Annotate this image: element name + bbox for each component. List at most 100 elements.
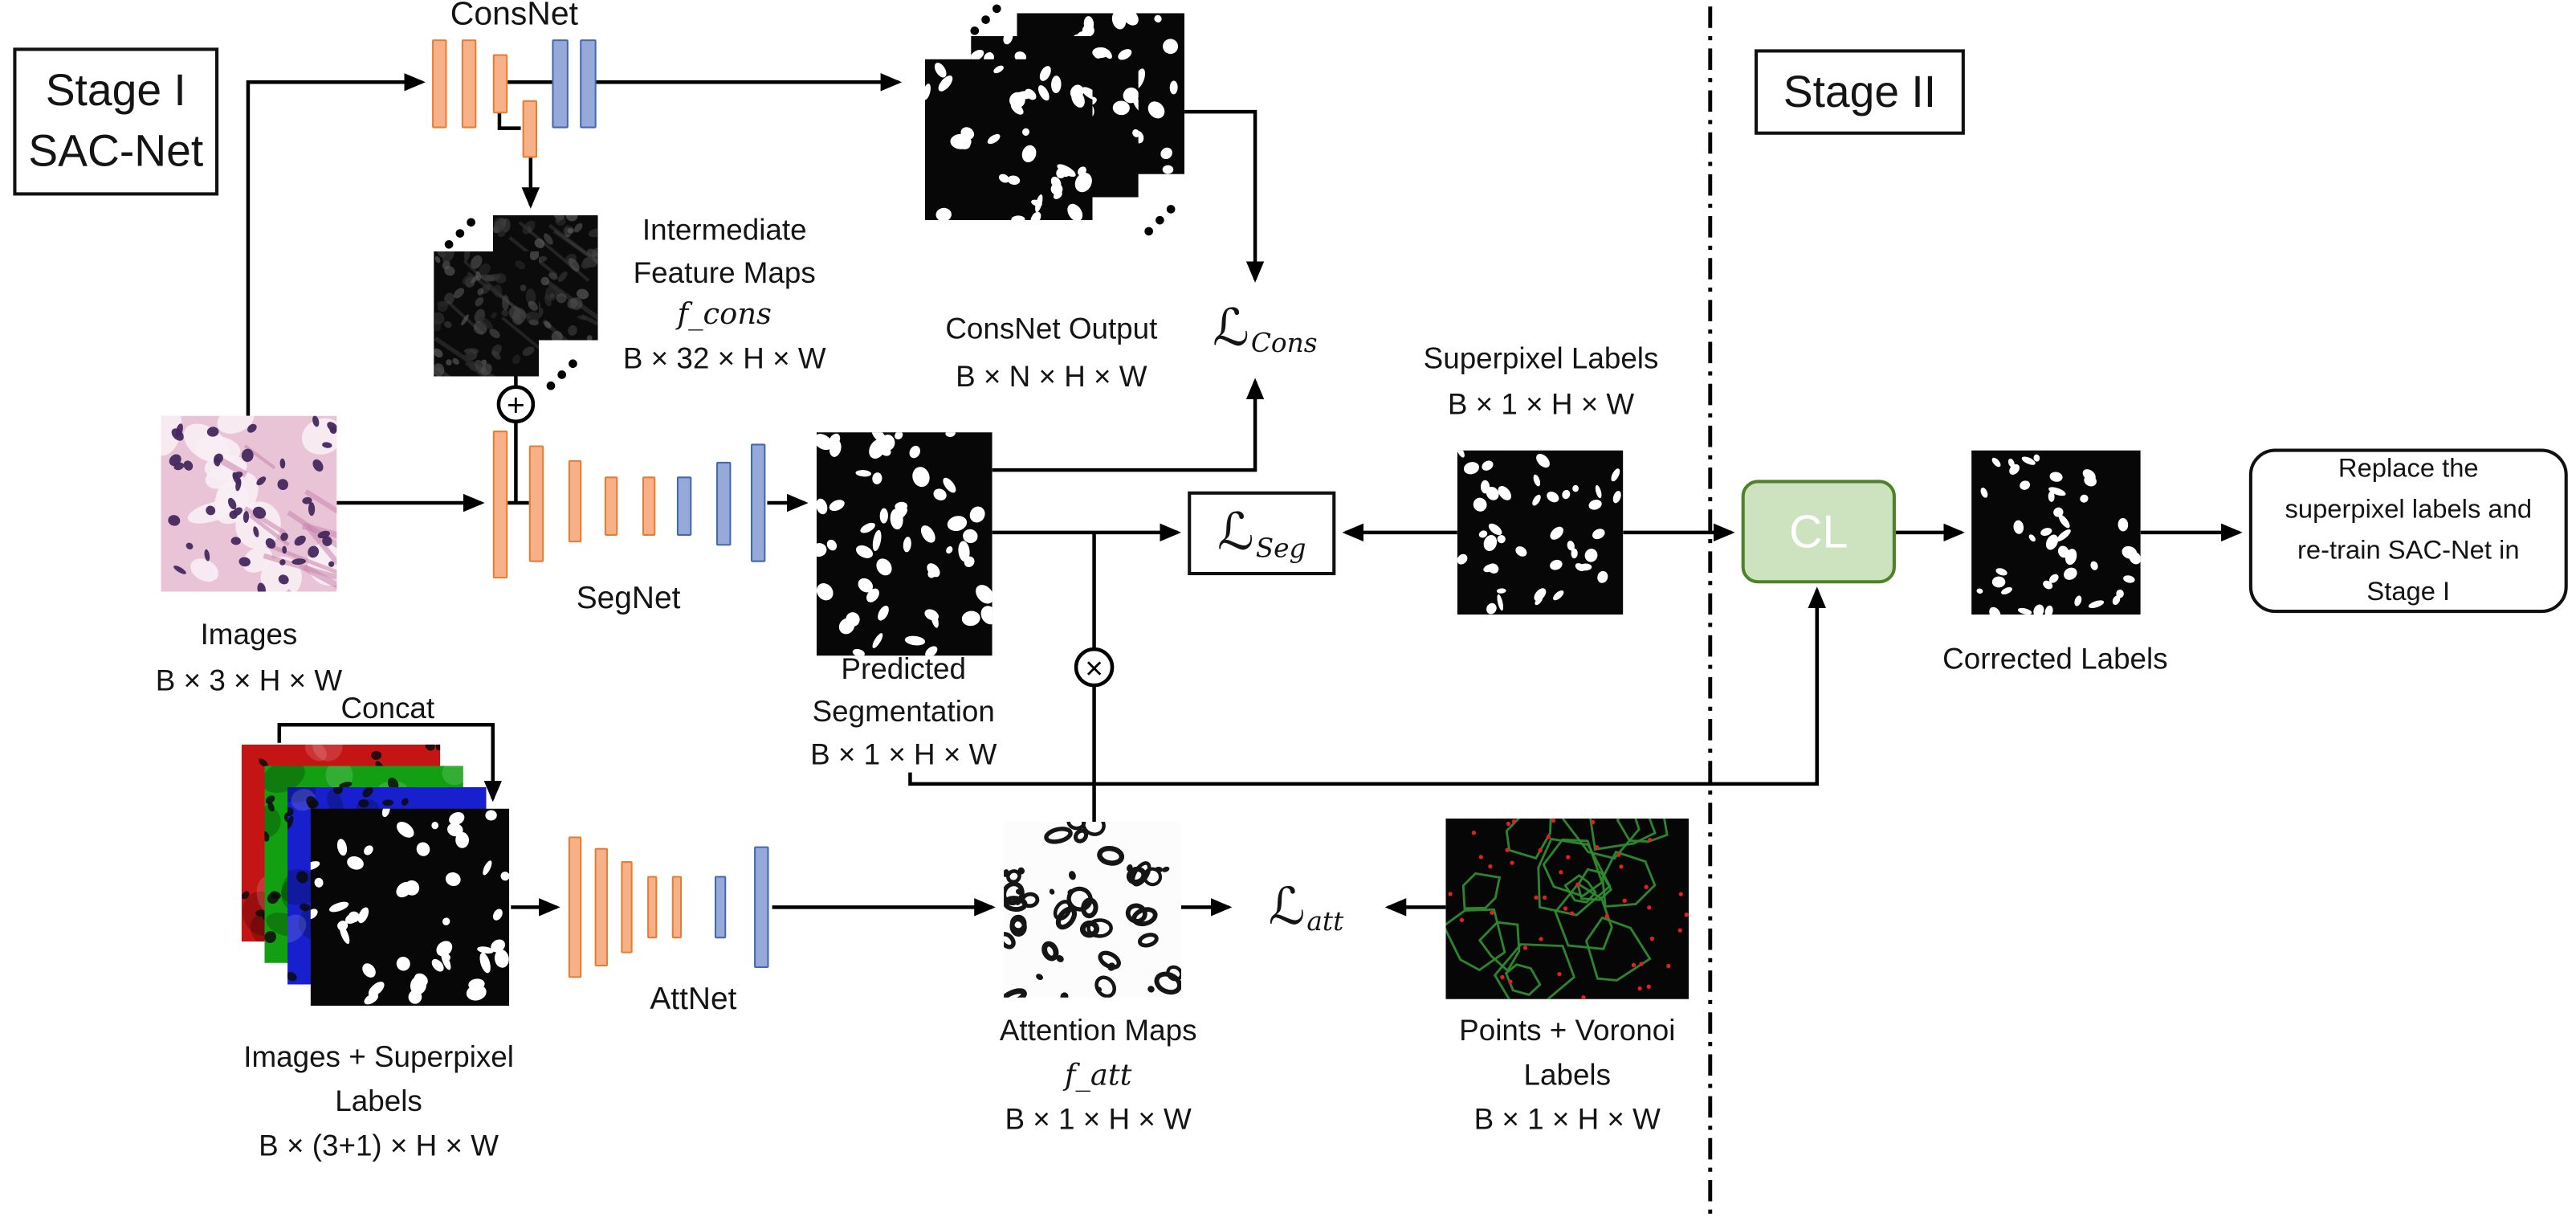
loss-seg-script-l: ℒ [1217,503,1254,562]
replace-line3: re-train SAC-Net in [2297,537,2520,566]
segnet-encoder-bar-3 [568,459,582,543]
predicted-caption: Predicted Segmentation B × 1 × H × W [772,647,1035,776]
stage1-line2: SAC-Net [28,126,204,176]
superpixel-channel-picture [310,808,510,1007]
stage1-label-box: Stage I SAC-Net [13,47,219,196]
arrow-predicted-to-cl-bottom-path [908,586,1827,786]
predicted-segmentation-picture [816,432,992,656]
consnet-encoder-bar-2 [461,39,477,129]
attnet-decoder-bar-1 [714,876,727,939]
superpixel-dims: B × 1 × H × W [1447,387,1635,421]
voronoi-caption: Points + Voronoi Labels B × 1 × H × W [1420,1009,1715,1142]
consnet-encoder-bar-3 [492,54,508,114]
predicted-line1: Predicted [841,652,967,686]
consnet-output-ellipsis-top [966,0,1005,39]
attention-caption: Attention Maps f_att B × 1 × H × W [955,1009,1242,1142]
cl-box: CL [1741,480,1896,584]
segnet-encoder-bar-2 [528,445,544,562]
stack-input-line2: Labels [335,1084,422,1118]
stack-input-caption: Images + Superpixel Labels B × (3+1) × H… [226,1035,530,1169]
loss-seg-box: ℒ Seg [1188,491,1336,576]
voronoi-dims: B × 1 × H × W [1473,1102,1661,1136]
attention-dims: B × 1 × H × W [1005,1102,1192,1136]
attnet-encoder-bar-2 [594,847,608,966]
stack-input-dims: B × (3+1) × H × W [259,1129,499,1162]
consnet-decoder-bar-1 [552,39,569,129]
loss-seg-symbol: ℒ Seg [1217,503,1306,563]
replace-line1: Replace the [2338,455,2479,484]
feature-maps-ellipsis-top [440,214,479,253]
stack-input-line1: Images + Superpixel [243,1040,514,1073]
attnet-encoder-bar-4 [647,876,658,939]
segnet-encoder-bar-5 [642,476,656,536]
consnet-decoder-bar-2 [580,39,597,129]
loss-cons-script-l: ℒ [1213,298,1249,357]
consnet-feature-bar [522,100,538,158]
predicted-dims: B × 1 × H × W [810,737,997,771]
cl-label: CL [1789,505,1848,557]
replace-line4: Stage I [2366,578,2451,606]
attention-title: Attention Maps [999,1014,1197,1047]
intermediate-dims: B × 32 × H × W [622,341,826,375]
consnet-output-title: ConsNet Output [945,312,1158,345]
segnet-decoder-bar-2 [716,461,732,546]
loss-att-script-l: ℒ [1268,876,1306,937]
voronoi-labels-picture [1445,818,1689,999]
segnet-decoder-bar-3 [750,443,766,562]
attnet-decoder-bar-2 [754,846,769,969]
loss-att-subscript: att [1306,905,1344,937]
images-title: Images [200,618,298,651]
stage1-line1: Stage I [45,65,186,116]
svg-text:×: × [1085,651,1103,686]
segnet-label: SegNet [576,582,681,617]
arrow-images-to-consnet [246,73,426,416]
loss-cons-symbol: ℒ Cons [1173,292,1357,365]
multiply-operator-icon: × [1074,647,1115,688]
svg-text:+: + [507,389,525,423]
attnet-encoder-bar-5 [671,876,683,939]
attention-math-label: f_att [1064,1058,1132,1093]
consnet-label: ConsNet [450,0,578,33]
attnet-encoder-bar-1 [568,836,582,978]
intermediate-line1: Intermediate [642,213,807,247]
superpixel-caption: Superpixel Labels B × 1 × H × W [1393,335,1689,427]
loss-seg-subscript: Seg [1255,531,1306,563]
add-operator-icon: + [496,385,536,424]
consnet-output-dims: B × N × H × W [956,360,1147,393]
segnet-decoder-bar-1 [676,476,692,536]
attnet-label: AttNet [650,982,737,1018]
intermediate-line2: Feature Maps [633,256,816,290]
replace-instruction-box: Replace the superpixel labels and re-tra… [2248,448,2568,614]
voronoi-line1: Points + Voronoi [1459,1014,1676,1047]
consnet-output-picture-front [924,59,1093,221]
corrected-labels-caption: Corrected Labels [1942,642,2168,676]
intermediate-math-label: f_cons [677,297,772,333]
predicted-line2: Segmentation [812,695,995,729]
attention-maps-picture [1004,821,1182,998]
intermediate-caption: Intermediate Feature Maps f_cons B × 32 … [601,209,848,380]
feature-map-picture-back [492,215,598,341]
arrow-concat-bracket [277,722,503,802]
superpixel-title: Superpixel Labels [1423,341,1659,375]
line-consnet-skip-elbow [497,113,521,130]
loss-att-symbol: ℒ att [1236,874,1377,940]
attnet-encoder-bar-3 [621,861,633,954]
feature-maps-ellipsis-bottom [542,355,581,394]
voronoi-line2: Labels [1523,1058,1612,1092]
feature-map-picture-front [434,251,540,377]
stage2-label-box: Stage II [1755,49,1965,135]
segnet-encoder-bar-4 [604,476,618,536]
arrow-predicted-to-loss-cons [992,378,1265,472]
arrow-output-stack-to-loss-cons [1184,109,1265,283]
consnet-output-ellipsis-bottom [1140,201,1180,240]
consnet-output-caption: ConsNet Output B × N × H × W [928,306,1175,402]
input-images-picture [161,415,337,592]
superpixel-labels-picture [1457,450,1624,615]
segnet-encoder-bar-1 [492,431,508,579]
loss-cons-subscript: Cons [1250,327,1318,359]
images-dims: B × 3 × H × W [155,664,343,697]
consnet-encoder-bar-1 [432,39,447,129]
stage2-label: Stage II [1783,66,1937,116]
concat-label: Concat [340,692,435,725]
